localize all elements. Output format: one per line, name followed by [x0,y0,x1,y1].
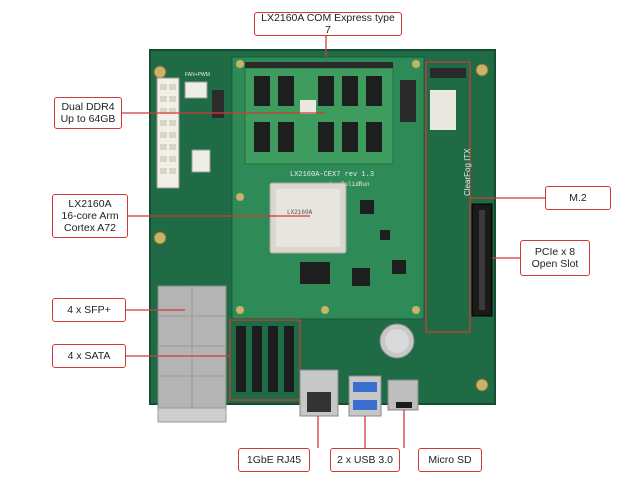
sata-connector [236,326,246,392]
callout-com-express: LX2160A COM Express type 7 [254,12,402,36]
callout-microsd: Micro SD [418,448,482,472]
soc-marking: LX2160A [287,209,313,216]
sata-connector [268,326,278,392]
callout-soc: LX2160A 16-core Arm Cortex A72 [52,194,128,238]
mounting-hole [153,231,167,245]
fan-silk-label: FAN+PWM [185,72,210,78]
sata-connector [284,326,294,392]
callout-ddr4: Dual DDR4 Up to 64GB [54,97,122,129]
m2-slot [425,61,471,333]
mounting-hole [475,63,489,77]
fan-header [184,81,208,99]
callout-soc-line1: LX2160A [68,198,112,210]
callout-com-express-text: LX2160A COM Express type 7 [261,12,395,36]
callout-soc-line3: Cortex A72 [64,222,116,234]
callout-usb-text: 2 x USB 3.0 [336,454,394,466]
callout-sata: 4 x SATA [52,344,126,368]
callout-m2: M.2 [545,186,611,210]
module-silkscreen: LX2160A-CEX7 rev 1.3 [290,171,374,179]
carrier-silkscreen: ClearFog ITX [463,148,472,196]
callout-ddr4-line1: Dual DDR4 [61,101,115,113]
callout-m2-text: M.2 [569,192,587,204]
callout-pcie: PCIe x 8 Open Slot [520,240,590,276]
mounting-hole [153,65,167,79]
callout-ddr4-line2: Up to 64GB [60,113,116,125]
callout-sfp-text: 4 x SFP+ [67,304,111,316]
mounting-hole [475,378,489,392]
fan-header [191,149,211,173]
callout-usb: 2 x USB 3.0 [330,448,400,472]
callout-pcie-line2: Open Slot [531,258,579,270]
callout-rj45: 1GbE RJ45 [238,448,310,472]
sata-connector [252,326,262,392]
module-silkscreen-2: by SolidRun [330,181,370,188]
callout-pcie-line1: PCIe x 8 [534,246,576,258]
sata-area [229,319,301,401]
callout-microsd-text: Micro SD [428,454,472,466]
callout-soc-line2: 16-core Arm [61,210,119,222]
callout-sata-text: 4 x SATA [67,350,111,362]
callout-sfp: 4 x SFP+ [52,298,126,322]
callout-rj45-text: 1GbE RJ45 [246,454,302,466]
